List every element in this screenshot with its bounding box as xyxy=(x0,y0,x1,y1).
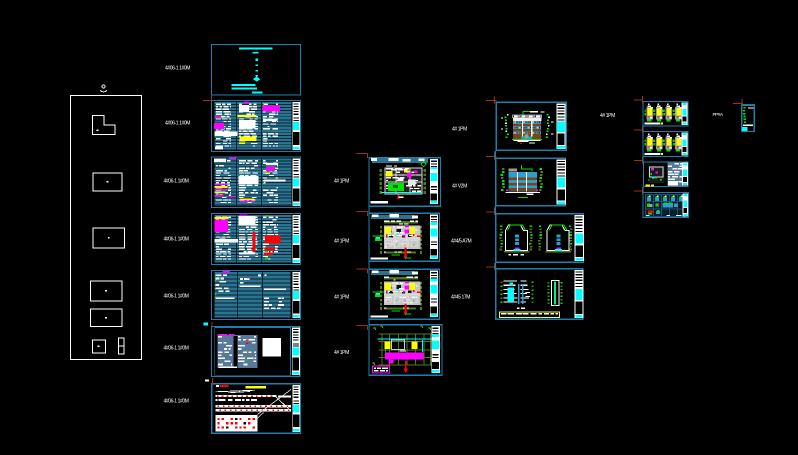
svg-text:4#06-1 1#0M: 4#06-1 1#0M xyxy=(165,121,190,127)
svg-text:4# 1PM: 4# 1PM xyxy=(600,113,615,119)
svg-text:4#06-1 1#0M: 4#06-1 1#0M xyxy=(164,237,189,243)
svg-text:4# 1PM: 4# 1PM xyxy=(334,239,349,245)
svg-text:4# V2M: 4# V2M xyxy=(452,184,467,190)
svg-text:4# 1PM: 4# 1PM xyxy=(334,179,349,185)
svg-text:4# 1PM: 4# 1PM xyxy=(452,127,467,133)
svg-text:4#06-1 1#0M: 4#06-1 1#0M xyxy=(164,294,189,300)
svg-text:4#06-1 1#0M: 4#06-1 1#0M xyxy=(165,66,190,72)
svg-text:4#06-1 1#0M: 4#06-1 1#0M xyxy=(164,399,189,405)
svg-text:4#06-1 1#0M: 4#06-1 1#0M xyxy=(164,346,189,352)
svg-text:4#4/5 A7M: 4#4/5 A7M xyxy=(451,239,472,245)
svg-text:4# 1PM: 4# 1PM xyxy=(334,295,349,301)
svg-text:PP#A: PP#A xyxy=(713,112,724,117)
svg-text:4#45 17M: 4#45 17M xyxy=(451,295,470,301)
svg-text:4# 1PM: 4# 1PM xyxy=(334,350,349,356)
svg-text:4#06-1 1#0M: 4#06-1 1#0M xyxy=(164,179,189,185)
